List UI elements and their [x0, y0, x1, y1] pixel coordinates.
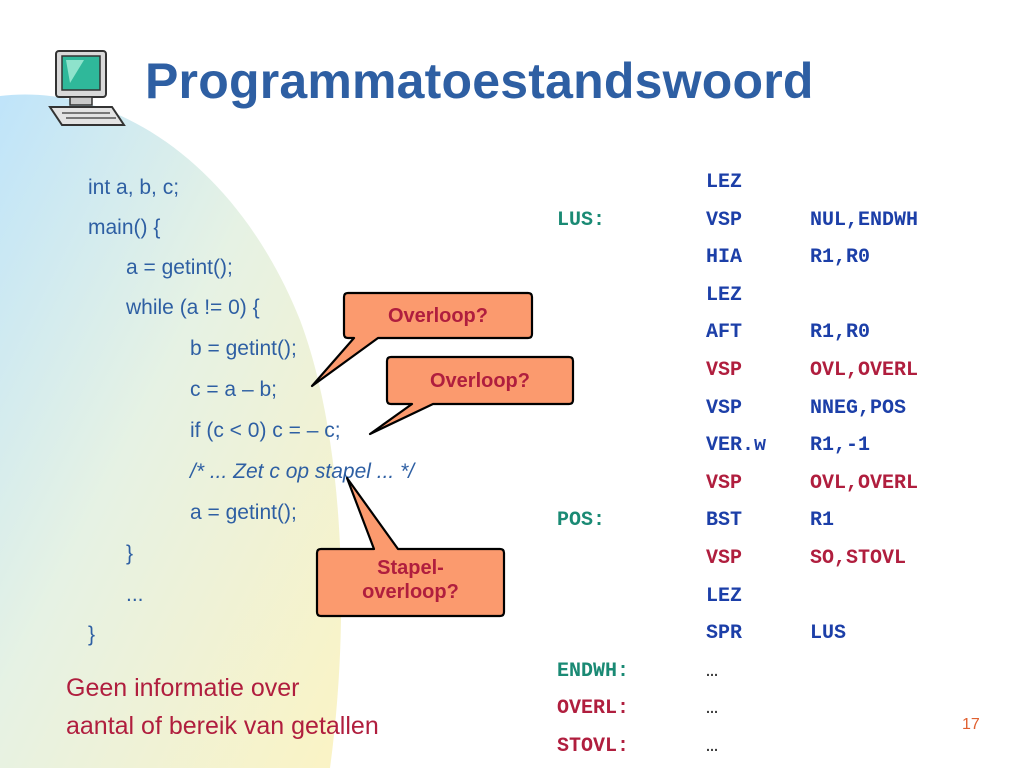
- asm-opcode: …: [706, 735, 719, 758]
- asm-operand: SO,STOVL: [810, 547, 907, 570]
- asm-opcode: …: [706, 697, 719, 721]
- asm-label: POS:: [557, 509, 606, 533]
- asm-label: STOVL:: [557, 735, 630, 758]
- asm-opcode: LEZ: [706, 283, 743, 307]
- callout-stack-overflow: [315, 476, 506, 618]
- code-line: b = getint();: [190, 337, 297, 360]
- asm-opcode: VSP: [706, 208, 743, 232]
- code-line: c = a – b;: [190, 378, 277, 401]
- asm-operand: R1,-1: [810, 434, 871, 458]
- asm-opcode: VER.w: [706, 434, 767, 458]
- code-line: while (a != 0) {: [126, 296, 260, 319]
- asm-label: ENDWH:: [557, 659, 630, 683]
- asm-operand: R1: [810, 509, 835, 533]
- code-line: }: [88, 623, 96, 646]
- asm-operand: R1,R0: [810, 246, 871, 270]
- asm-opcode: LEZ: [706, 171, 743, 194]
- code-line: main() {: [88, 216, 161, 239]
- asm-operand: NUL,ENDWH: [810, 208, 919, 232]
- callout-stack-overflow-label: Stapel- overloop?: [317, 556, 504, 604]
- asm-opcode: HIA: [706, 246, 743, 270]
- asm-operand: LUS: [810, 622, 847, 646]
- callout-stack-line1: Stapel-: [377, 557, 444, 579]
- callout-stack-line2: overloop?: [362, 581, 459, 603]
- asm-label: LUS:: [557, 208, 606, 232]
- asm-opcode: AFT: [706, 321, 743, 345]
- code-line: int a, b, c;: [88, 176, 180, 199]
- asm-operand: OVL,OVERL: [810, 359, 919, 382]
- callout-overflow-1-label: Overloop?: [387, 305, 488, 327]
- code-line: if (c < 0) c = – c;: [190, 419, 341, 442]
- asm-operand: OVL,OVERL: [810, 471, 919, 495]
- code-line: }: [126, 542, 134, 565]
- callout-overflow-2: [368, 355, 575, 436]
- page-number: 17: [962, 716, 980, 733]
- asm-opcode: BST: [706, 509, 743, 533]
- code-comment: /* ... Zet c op stapel ... */: [190, 460, 415, 483]
- asm-opcode: LEZ: [706, 584, 743, 608]
- asm-operand: NNEG,POS: [810, 396, 907, 420]
- asm-opcode: …: [706, 659, 719, 683]
- asm-opcode: VSP: [706, 547, 743, 570]
- note-line-1: Geen informatie over: [66, 674, 300, 702]
- asm-opcode: VSP: [706, 471, 743, 495]
- asm-opcode: SPR: [706, 622, 743, 646]
- slide-title: Programmatoestandswoord: [145, 53, 814, 109]
- asm-operand: R1,R0: [810, 321, 871, 345]
- code-line: a = getint();: [190, 501, 297, 524]
- code-line: a = getint();: [126, 256, 233, 279]
- code-line: ...: [126, 583, 144, 606]
- computer-icon: [48, 50, 126, 126]
- asm-opcode: VSP: [706, 359, 743, 382]
- callout-overflow-2-label: Overloop?: [429, 370, 530, 392]
- callout-overflow-1: [310, 291, 534, 388]
- note-line-2: aantal of bereik van getallen: [66, 712, 379, 740]
- asm-label: OVERL:: [557, 697, 630, 721]
- asm-opcode: VSP: [706, 396, 743, 420]
